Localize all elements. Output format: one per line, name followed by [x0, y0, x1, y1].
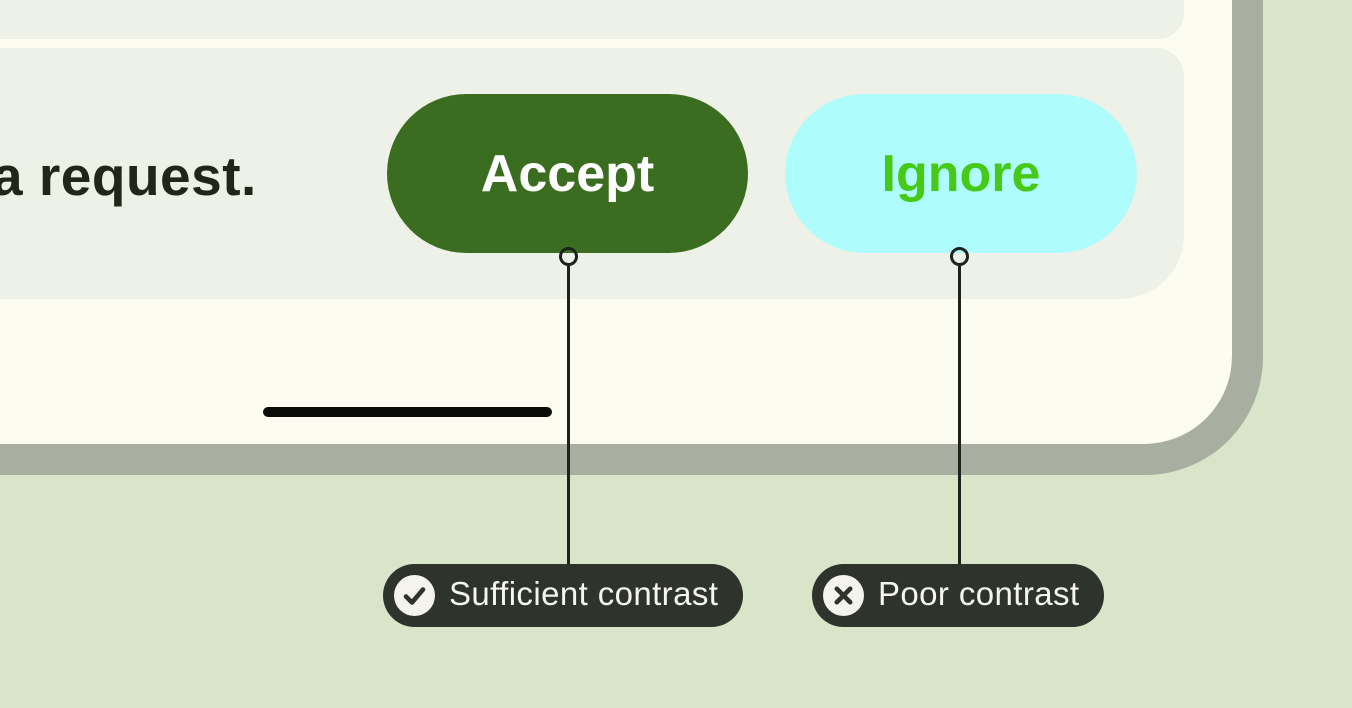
ignore-button[interactable]: Ignore [785, 94, 1137, 253]
message-text: a request. [0, 145, 257, 207]
connector-line-accept [567, 266, 570, 565]
check-icon [394, 575, 435, 616]
x-icon [823, 575, 864, 616]
connector-anchor-accept [559, 247, 578, 266]
top-card [0, 0, 1184, 39]
home-indicator [263, 407, 552, 417]
callout-poor-contrast: Poor contrast [812, 564, 1105, 627]
callout-label: Sufficient contrast [449, 575, 719, 612]
callout-label: Poor contrast [878, 575, 1080, 612]
accept-button[interactable]: Accept [387, 94, 748, 253]
callout-sufficient-contrast: Sufficient contrast [383, 564, 744, 627]
connector-line-ignore [958, 266, 961, 565]
connector-anchor-ignore [950, 247, 969, 266]
